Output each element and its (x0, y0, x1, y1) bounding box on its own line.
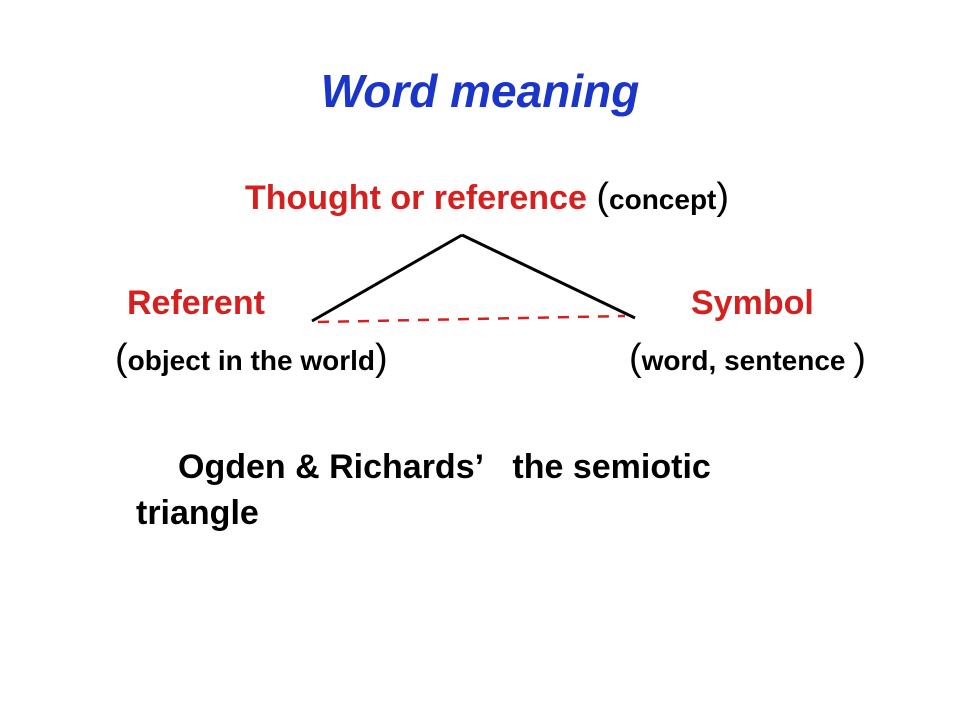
apex-node: Thought or reference (concept) (244, 176, 730, 218)
caption: Ogden & Richards’ the semiotic triangle (136, 444, 836, 536)
symbol-note: (word, sentence ) (629, 337, 866, 379)
edge-apex-to-symbol (461, 233, 636, 320)
symbol-label: Symbol (691, 284, 814, 322)
caption-tail: triangle (136, 494, 259, 532)
symbol-note-text: word, sentence (641, 345, 854, 376)
referent-label: Referent (127, 284, 265, 322)
apex-note: concept (609, 184, 717, 215)
apex-label: Thought or reference (244, 179, 587, 217)
slide-title: Word meaning (320, 65, 640, 117)
caption-subject: the semiotic (512, 448, 711, 486)
edge-apex-to-referent (311, 233, 463, 323)
referent-note-text: object in the world (127, 345, 375, 376)
referent-note: (object in the world) (115, 337, 388, 379)
caption-authors: Ogden & Richards’ (178, 448, 485, 486)
edge-referent-to-symbol-dashed (317, 314, 626, 324)
